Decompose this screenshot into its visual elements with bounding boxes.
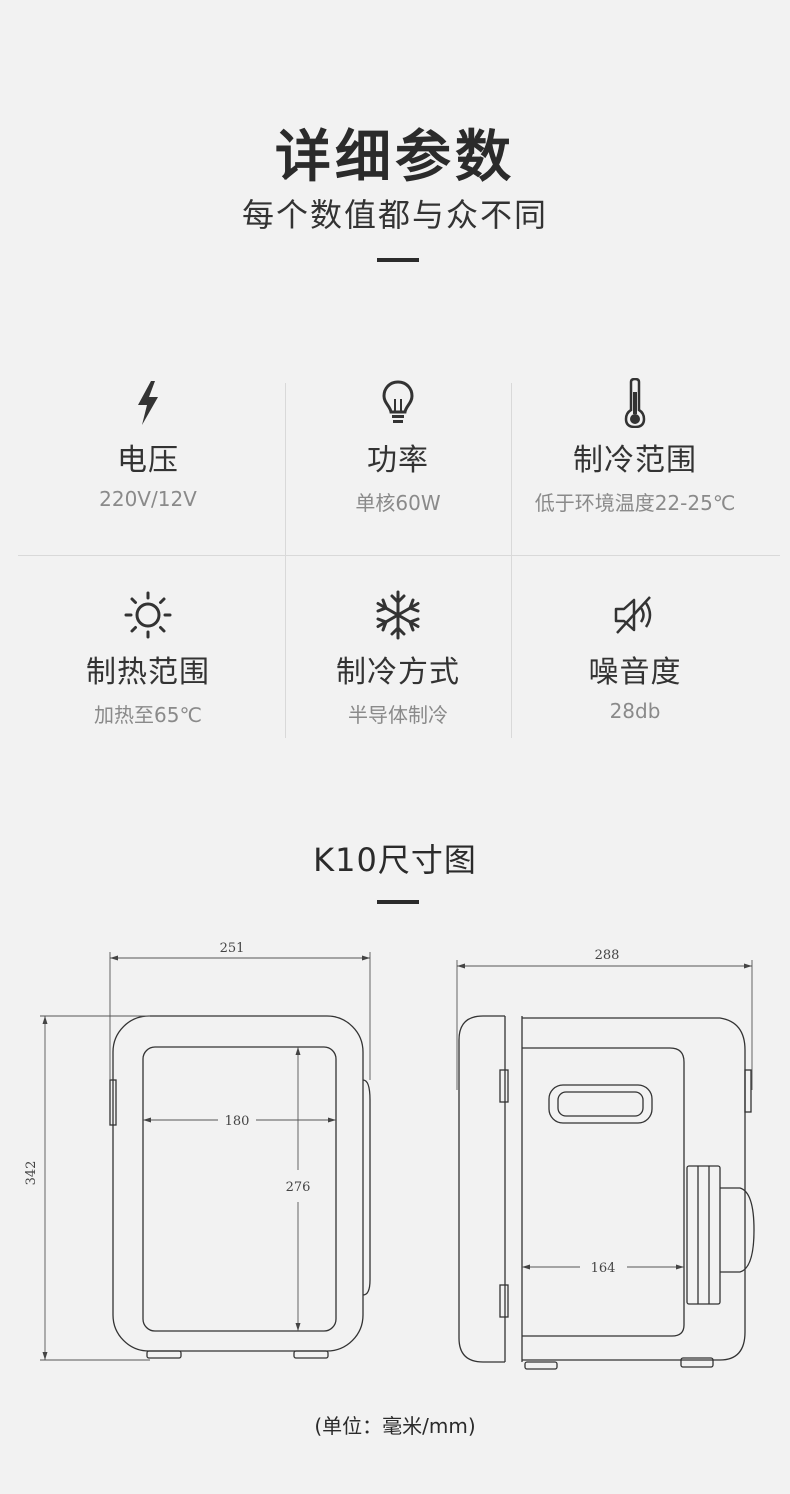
- spec-value: 加热至65℃: [94, 703, 202, 727]
- side-view: [458, 1015, 755, 1370]
- spec-label: 制热范围: [86, 655, 210, 690]
- grid-divider-vertical-1: [285, 383, 286, 738]
- spec-noise: 噪音度 28db: [508, 587, 762, 723]
- spec-value: 单核60W: [355, 491, 441, 515]
- title-divider: [377, 258, 419, 262]
- grid-divider-horizontal: [18, 555, 780, 556]
- spec-grid: 电压 220V/12V 功率 单核60W 制冷范围 低于环境温度22-25℃ 制…: [18, 375, 780, 740]
- page-subtitle: 每个数值都与众不同: [241, 196, 548, 234]
- dim-inner-width: 180: [225, 1114, 250, 1129]
- sun-icon: [21, 587, 275, 643]
- thermometer-icon: [508, 375, 762, 431]
- spec-label: 功率: [367, 443, 429, 478]
- page-title: 详细参数: [275, 125, 515, 190]
- spec-heating-range: 制热范围 加热至65℃: [21, 587, 275, 728]
- dim-side-depth: 288: [595, 948, 620, 963]
- spec-voltage: 电压 220V/12V: [21, 375, 275, 511]
- front-view: [109, 1015, 371, 1359]
- dim-inner-depth: 164: [591, 1261, 616, 1276]
- dim-front-height: 342: [24, 1161, 39, 1186]
- spec-value: 半导体制冷: [348, 703, 448, 727]
- snowflake-icon: [271, 587, 525, 643]
- lightbulb-icon: [271, 375, 525, 431]
- spec-label: 噪音度: [588, 655, 682, 690]
- spec-label: 制冷范围: [573, 443, 697, 478]
- spec-value: 低于环境温度22-25℃: [534, 491, 736, 515]
- spec-label: 制冷方式: [336, 655, 460, 690]
- spec-power: 功率 单核60W: [271, 375, 525, 516]
- spec-label: 电压: [117, 443, 179, 478]
- dim-inner-height: 276: [286, 1180, 311, 1195]
- dimension-divider: [377, 900, 419, 904]
- spec-value: 220V/12V: [99, 487, 197, 511]
- spec-cooling-method: 制冷方式 半导体制冷: [271, 587, 525, 728]
- lightning-icon: [21, 375, 275, 431]
- dimension-diagram: 251 342 180 276 288 164: [24, 941, 755, 1370]
- mute-speaker-icon: [508, 587, 762, 643]
- spec-value: 28db: [609, 699, 661, 723]
- dim-front-width: 251: [220, 941, 245, 956]
- unit-note: (单位：毫米/mm): [314, 1414, 476, 1438]
- dimension-title: K10尺寸图: [313, 841, 477, 879]
- spec-cooling-range: 制冷范围 低于环境温度22-25℃: [508, 375, 762, 516]
- grid-divider-vertical-2: [511, 383, 512, 738]
